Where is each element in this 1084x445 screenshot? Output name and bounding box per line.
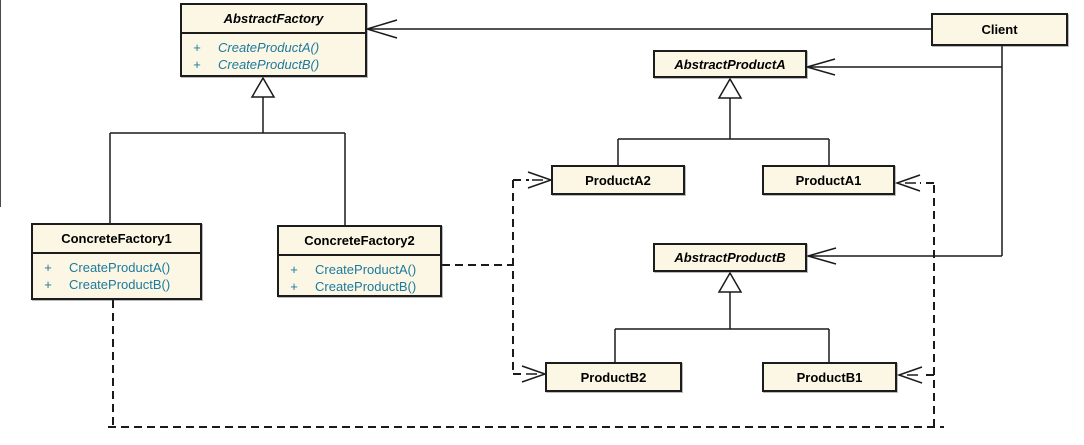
- open-arrowhead-icon: [894, 174, 921, 192]
- visibility-plus-icon: +: [290, 262, 298, 277]
- class-methods: + CreateProductA() + CreateProductB(): [182, 34, 365, 73]
- open-arrowhead-icon: [896, 366, 923, 384]
- open-arrowhead-icon: [804, 58, 836, 76]
- method-row: + CreateProductA(): [279, 261, 440, 278]
- dependency-concretefactory1-products: [108, 182, 944, 428]
- method-row: + CreateProductA(): [182, 39, 365, 56]
- class-methods: + CreateProductA() + CreateProductB(): [279, 256, 440, 295]
- association-client-abstractfactory: [364, 19, 931, 39]
- method-signature: CreateProductA(): [218, 40, 320, 55]
- class-product-a1: ProductA1: [762, 165, 895, 195]
- method-row: + CreateProductB(): [279, 278, 440, 295]
- class-abstract-product-b: AbstractProductB: [653, 243, 807, 272]
- class-product-b1: ProductB1: [762, 362, 897, 392]
- class-title: AbstractFactory: [182, 5, 365, 34]
- class-title: ProductA2: [585, 172, 651, 188]
- visibility-plus-icon: +: [290, 279, 298, 294]
- class-concrete-factory1: ConcreteFactory1 + CreateProductA() + Cr…: [31, 223, 202, 300]
- visibility-plus-icon: +: [193, 57, 201, 72]
- method-row: + CreateProductA(): [33, 259, 200, 276]
- class-client: Client: [931, 13, 1068, 46]
- association-client-abstractproductb: [805, 247, 1002, 265]
- generalization-products-abstractproducta: [617, 77, 830, 165]
- method-row: + CreateProductB(): [33, 276, 200, 293]
- visibility-plus-icon: +: [44, 277, 52, 292]
- inheritance-triangle-icon: [717, 271, 743, 293]
- class-title: ProductB1: [796, 369, 863, 385]
- class-methods: + CreateProductA() + CreateProductB(): [33, 254, 200, 293]
- class-abstract-factory: AbstractFactory + CreateProductA() + Cre…: [180, 3, 367, 77]
- method-signature: CreateProductB(): [315, 279, 417, 294]
- class-title: AbstractProductA: [674, 56, 786, 72]
- screenshot-edge-artifact: [0, 0, 1, 207]
- class-concrete-factory2: ConcreteFactory2 + CreateProductA() + Cr…: [277, 225, 442, 297]
- method-signature: CreateProductB(): [69, 277, 171, 292]
- method-row: + CreateProductB(): [182, 56, 365, 73]
- generalization-concretefactories-abstractfactory: [109, 76, 346, 225]
- visibility-plus-icon: +: [44, 260, 52, 275]
- dependency-arrowheads-right-products: [894, 174, 923, 384]
- inheritance-triangle-icon: [717, 77, 743, 99]
- open-arrowhead-icon: [805, 247, 837, 265]
- class-title: ProductB2: [580, 369, 647, 385]
- class-abstract-product-a: AbstractProductA: [653, 50, 807, 78]
- method-signature: CreateProductB(): [218, 57, 320, 72]
- method-signature: CreateProductA(): [69, 260, 171, 275]
- class-title: AbstractProductB: [674, 250, 786, 265]
- class-title: ConcreteFactory1: [33, 225, 200, 254]
- association-client-abstractproducta: [804, 58, 1002, 76]
- class-title: Client: [981, 22, 1018, 37]
- class-product-a2: ProductA2: [551, 165, 685, 195]
- class-product-b2: ProductB2: [545, 362, 682, 392]
- dependency-arrowheads-left-products: [521, 171, 554, 383]
- dependency-concretefactory2-products: [442, 179, 529, 375]
- method-signature: CreateProductA(): [315, 262, 417, 277]
- generalization-products-abstractproductb: [614, 271, 830, 362]
- class-title: ConcreteFactory2: [279, 227, 440, 256]
- inheritance-triangle-icon: [250, 76, 276, 98]
- open-arrowhead-icon: [364, 19, 398, 39]
- visibility-plus-icon: +: [193, 40, 201, 55]
- class-title: ProductA1: [795, 172, 862, 188]
